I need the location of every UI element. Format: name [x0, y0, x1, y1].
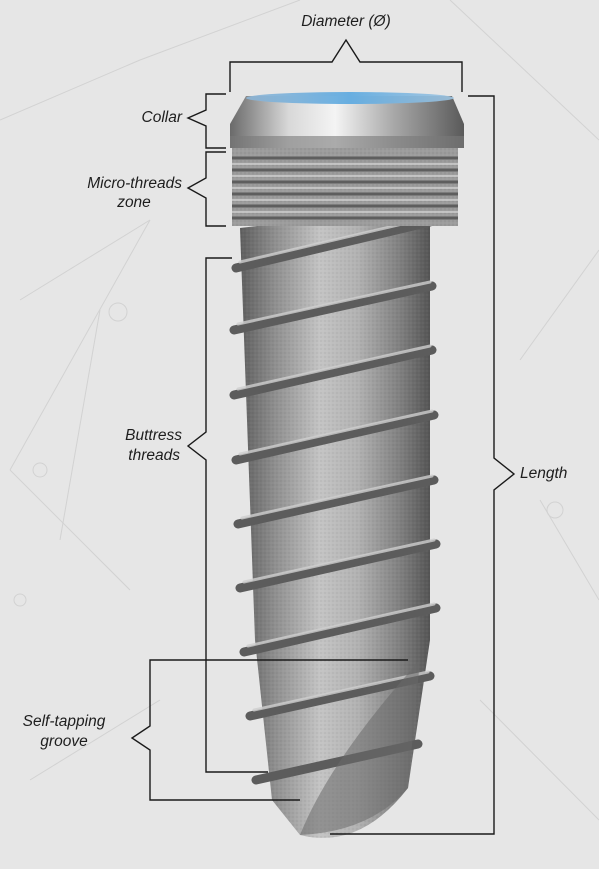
diameter-bracket: [230, 40, 462, 92]
diameter-label: Diameter (Ø): [268, 12, 424, 32]
micro-threads-bracket: [188, 152, 226, 226]
collar-label: Collar: [84, 108, 182, 128]
micro-threads: [232, 148, 458, 226]
buttress-label: Buttress: [84, 426, 182, 446]
collar-bracket: [188, 94, 226, 148]
implant: [230, 92, 464, 838]
micro-threads-zone-label: zone: [104, 193, 164, 213]
collar-part: [230, 92, 464, 148]
self-tapping-label: Self-tapping: [4, 712, 124, 732]
self-tapping-groove-label: groove: [24, 732, 104, 752]
length-label: Length: [520, 464, 590, 484]
micro-threads-label: Micro-threads: [40, 174, 182, 194]
buttress-threads-label: threads: [84, 446, 180, 466]
